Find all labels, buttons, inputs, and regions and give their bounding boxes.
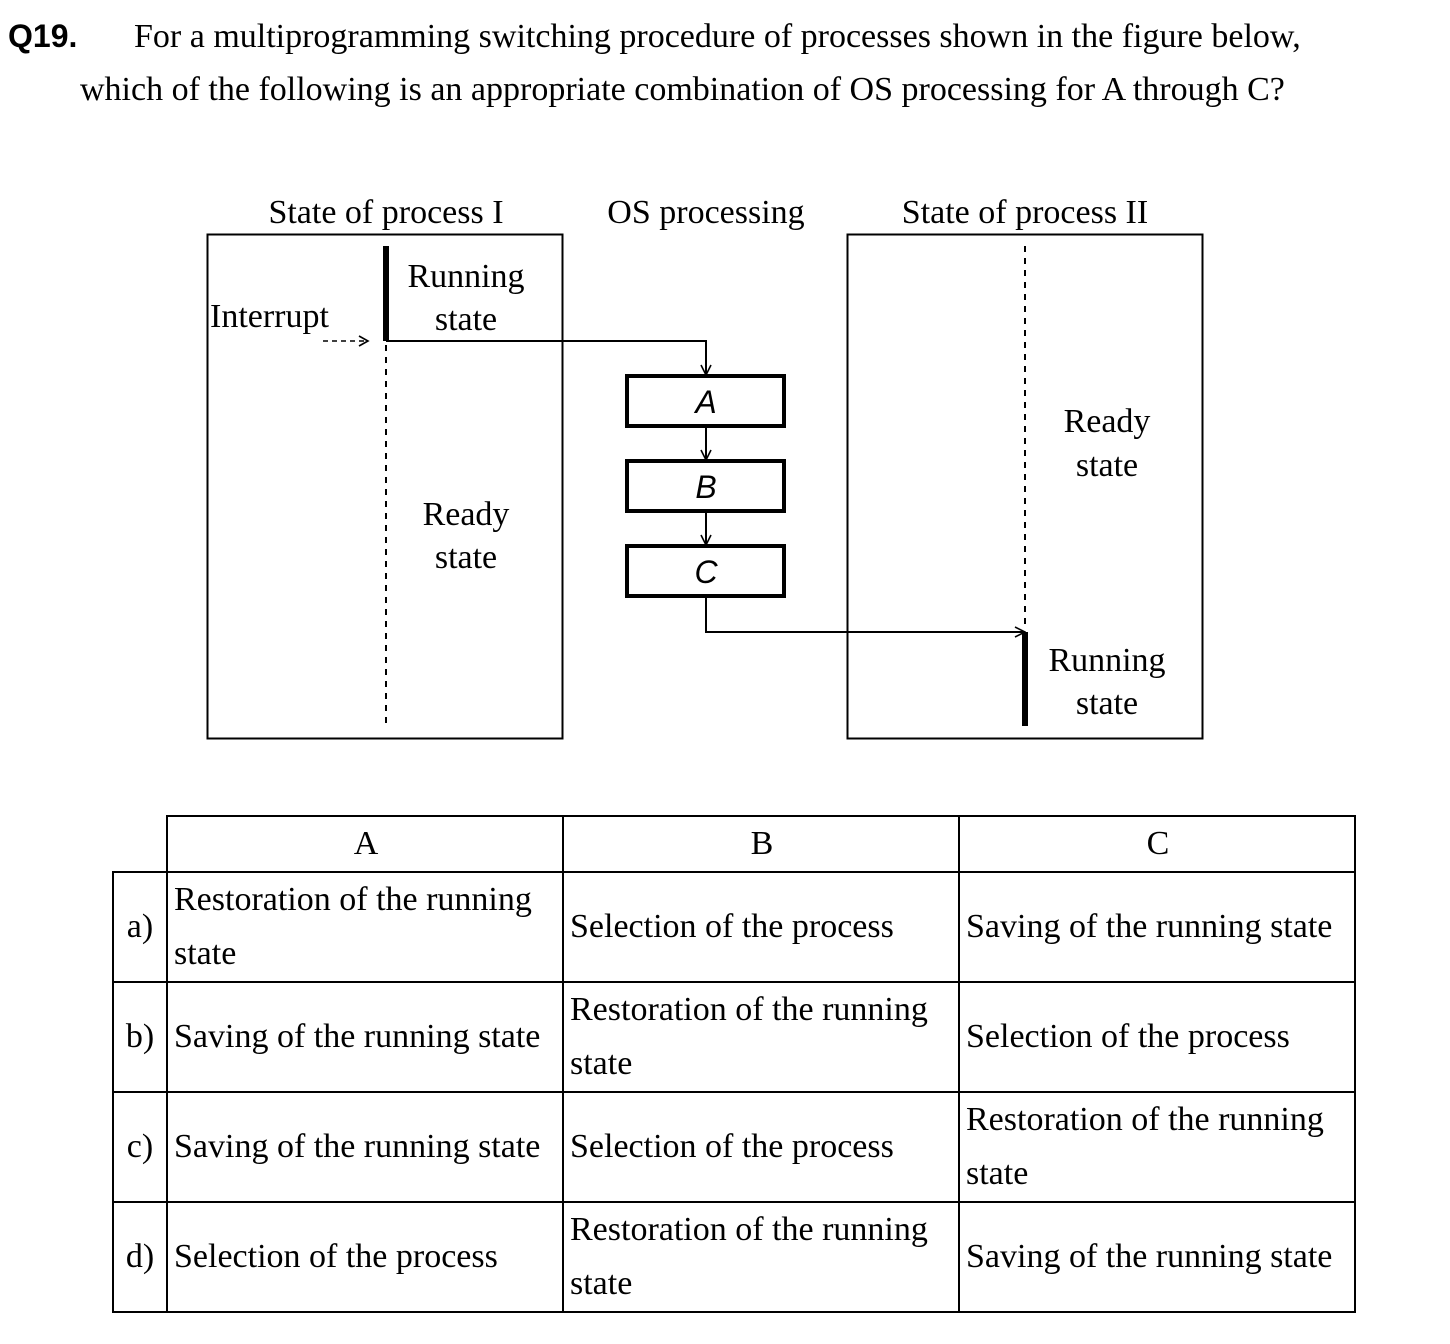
connector-c-to-process2 <box>705 598 1025 632</box>
header-blank-cell <box>113 816 167 873</box>
heading-os-processing: OS processing <box>607 194 804 231</box>
interrupt-label: Interrupt <box>210 298 330 335</box>
choice-cell-b: Selection of the process <box>562 871 960 983</box>
choice-cell-c: Saving of the running state <box>958 1201 1356 1313</box>
process-1-ready-label-2: state <box>435 539 497 576</box>
choice-cell-b: Selection of the process <box>562 1091 960 1203</box>
choice-cell-a: Restoration of the running state <box>166 871 564 983</box>
process-1-running-label-1: Running <box>407 258 524 295</box>
question-number: Q19. <box>8 18 78 54</box>
header-c: C <box>958 815 1356 873</box>
choice-cell-c: Restoration of the running state <box>958 1091 1356 1203</box>
choice-label: b) <box>112 981 168 1093</box>
process-2-ready-label-1: Ready <box>1064 403 1151 440</box>
connector-process1-to-a <box>386 340 706 375</box>
process-2-frame <box>846 233 1204 740</box>
choice-label: a) <box>112 871 168 983</box>
process-2-running-label-2: state <box>1076 685 1138 722</box>
interrupt-arrowhead <box>358 335 370 347</box>
os-box-a-label: A <box>693 384 716 420</box>
question-text-line1: For a multiprogramming switching procedu… <box>134 18 1301 55</box>
os-box-b <box>625 459 786 513</box>
choice-cell-c: Saving of the running state <box>958 871 1356 983</box>
choice-cell-a: Saving of the running state <box>166 1091 564 1203</box>
choice-cell-c: Selection of the process <box>958 981 1356 1093</box>
os-box-c <box>625 544 786 598</box>
process-1-frame <box>206 233 564 740</box>
process-switching-diagram: State of process I OS processing State o… <box>206 194 1204 740</box>
header-a: A <box>166 815 564 873</box>
heading-process-1: State of process I <box>268 194 503 231</box>
table-header-row: A B C <box>113 815 1356 873</box>
header-b: B <box>562 815 960 873</box>
choice-cell-a: Saving of the running state <box>166 981 564 1093</box>
choice-label: d) <box>112 1201 168 1313</box>
os-box-b-label: B <box>695 469 716 505</box>
answer-choices-table: A B C a) Restoration of the running stat… <box>112 815 1356 1313</box>
process-2-running-label-1: Running <box>1048 642 1165 679</box>
question-text-line2: which of the following is an appropriate… <box>80 71 1285 108</box>
choice-cell-b: Restoration of the running state <box>562 1201 960 1313</box>
process-2-ready-label-2: state <box>1076 447 1138 484</box>
table-row[interactable]: c) Saving of the running state Selection… <box>112 1091 1356 1203</box>
choice-cell-a: Selection of the process <box>166 1201 564 1313</box>
process-1-ready-label-1: Ready <box>423 496 510 533</box>
table-row[interactable]: a) Restoration of the running state Sele… <box>112 871 1356 983</box>
os-box-a <box>625 374 786 428</box>
process-1-running-label-2: state <box>435 301 497 338</box>
os-box-c-label: C <box>694 554 718 590</box>
table-row[interactable]: b) Saving of the running state Restorati… <box>112 981 1356 1093</box>
choice-label: c) <box>112 1091 168 1203</box>
choice-cell-b: Restoration of the running state <box>562 981 960 1093</box>
heading-process-2: State of process II <box>902 194 1148 231</box>
table-row[interactable]: d) Selection of the process Restoration … <box>112 1201 1356 1313</box>
